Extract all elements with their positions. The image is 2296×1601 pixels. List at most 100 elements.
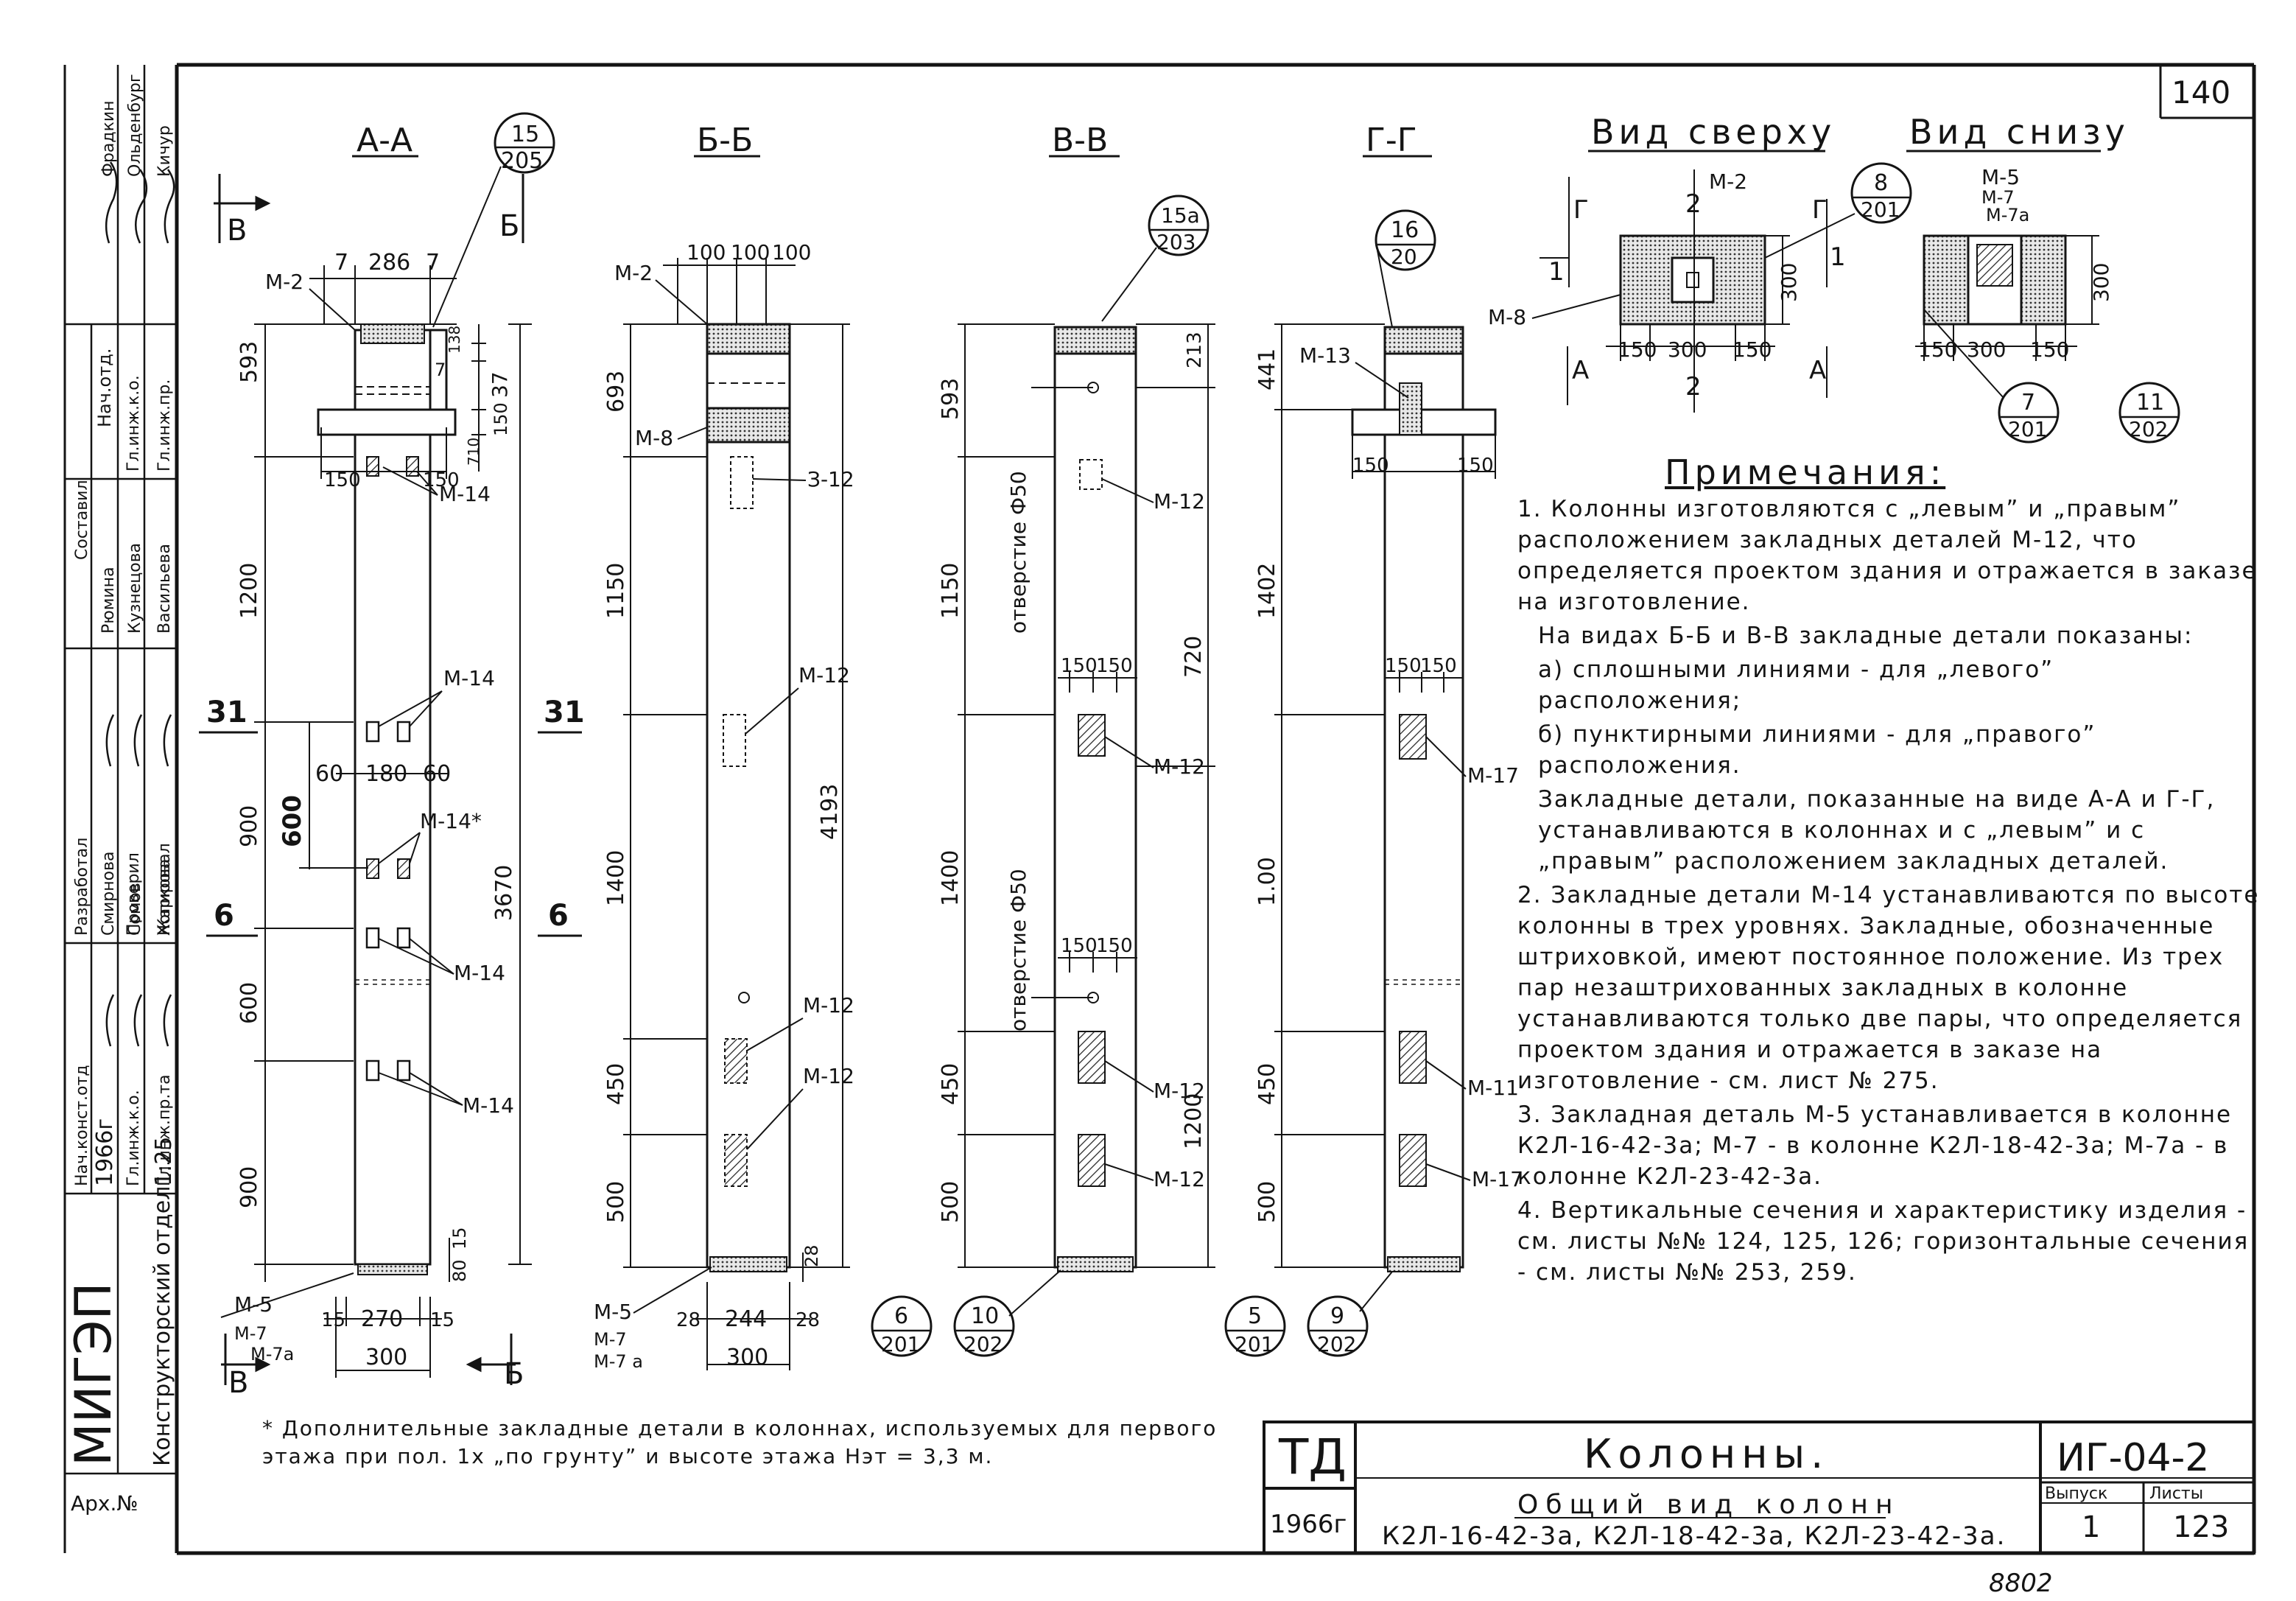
top-view-title: Вид сверху [1591, 112, 1836, 152]
stamp-name-1: Кузнецова [126, 543, 144, 634]
callout-8-201: 8 201 [1764, 162, 1912, 259]
column-gg [1351, 326, 1497, 1272]
stamp-role-2: Гл.инж.пр. [155, 379, 174, 472]
title-marks: К2Л-16-42-3а, К2Л-18-42-3а, К2Л-23-42-3а… [1382, 1521, 2006, 1551]
bot-label-m7a: М-7а [1986, 205, 2029, 225]
dim-aa-7: 7 [435, 360, 446, 380]
note-1b: На видах Б-Б и В-В закладные детали пока… [1538, 623, 2194, 649]
callout-10-202-bottom: 202 [963, 1332, 1003, 1356]
dim-bb-300: 300 [726, 1345, 768, 1370]
dim-aa-bolt-2: 60 [423, 761, 451, 787]
callout-11-202-bottom: 202 [2129, 417, 2168, 441]
dim-gg-150b: 150 [1420, 655, 1457, 677]
top-cut-1-1: 1 [1548, 257, 1565, 287]
callout-6-201-top: 6 [894, 1303, 908, 1329]
top-cut-g-1: Г [1573, 195, 1589, 225]
stamp-name-3: Смирнова [99, 851, 118, 936]
dim-vv-150d: 150 [1096, 935, 1133, 957]
dim-aa-600: 600 [278, 795, 307, 847]
stamp-role-3: Нач.конст.отд [73, 1065, 91, 1186]
note-1: 1. Колонны изготовляются с „левым” и „пр… [1517, 496, 2258, 615]
title-issue: 1 [2082, 1510, 2100, 1544]
bot-dim-0: 150 [1918, 337, 1957, 362]
callout-5-201-top: 5 [1248, 1303, 1262, 1329]
dim-vv-450: 450 [938, 1063, 963, 1105]
dim-aa-15: 15 [449, 1227, 470, 1250]
dim-vv-1400: 1400 [938, 850, 963, 906]
dim-aa-top-0: 7 [334, 250, 348, 276]
dim-aa-900b: 900 [236, 1166, 262, 1208]
bot-dim-2: 150 [2030, 337, 2069, 362]
label-aa-m7: М-7 [234, 1323, 267, 1344]
top-dim-2: 150 [1732, 337, 1772, 362]
dim-vv-150c: 150 [1061, 935, 1098, 957]
bot-label-m7: М-7 [1981, 187, 2015, 208]
dim-vv-500: 500 [938, 1181, 963, 1223]
cut-v-bottom: В [228, 1366, 248, 1400]
dim-gg-500: 500 [1254, 1181, 1280, 1223]
notes-title: Примечания: [1665, 452, 1946, 492]
dim-aa-300: 300 [365, 1345, 407, 1370]
dim-vv-213: 213 [1184, 332, 1206, 368]
dim-aa-bolt-0: 60 [315, 761, 343, 787]
title-td: ТД [1278, 1429, 1347, 1485]
sheet-number: 140 [2172, 74, 2230, 111]
dims-aa-labels: 7 286 7 138 7 37 150 710 150 150 593 120… [236, 250, 517, 1370]
dims-gg-lines [1274, 323, 1496, 1268]
dim-bb-693: 693 [603, 371, 629, 413]
dim-aa-3670: 3670 [491, 865, 517, 921]
callout-15a-203-top: 15а [1161, 203, 1200, 228]
cut-31-right: 31 [544, 696, 585, 729]
dim-bb-bottom-1: 244 [725, 1306, 767, 1332]
stamp-texts: МИГЭП Конструкторский отдел 1966г 1:25 А… [65, 74, 177, 1516]
title-year: 1966г [1270, 1510, 1347, 1539]
bottom-view-labels: 150 300 150 300 М-5 М-7 М-7а [1918, 165, 2113, 362]
callout-16-20-top: 16 [1391, 217, 1419, 243]
dim-aa-150l: 150 [324, 469, 361, 491]
label-bb-m8: М-8 [635, 426, 673, 450]
note-4: 4. Вертикальные сечения и характеристику… [1517, 1197, 2250, 1286]
top-cut-1-2: 1 [1830, 242, 1846, 272]
bottom-view-title: Вид снизу [1909, 112, 2130, 152]
dim-bb-top-0: 100 [687, 240, 726, 265]
dim-vv-1150: 1150 [938, 563, 963, 619]
callout-6-201-bottom: 201 [881, 1332, 920, 1356]
note-2: 2. Закладные детали М-14 устанавливаются… [1517, 882, 2260, 1094]
callout-9-202: 9 202 [1307, 1271, 1393, 1357]
cut-b-top: Б [499, 209, 519, 243]
stamp-signatures [105, 161, 175, 1047]
callout-7-201-bottom: 201 [2008, 417, 2047, 441]
label-bb-m12-2: М-12 [798, 663, 850, 687]
section-bb: Б-Б [697, 122, 753, 159]
stamp-org: МИГЭП [65, 1282, 123, 1466]
cut-mark-labels-aa: В Б 31 31 6 6 В Б [206, 209, 585, 1400]
note-1c: а) сплошными линиями - для „левого” расп… [1538, 656, 2054, 714]
stamp-role-0: Нач.отд. [94, 348, 115, 427]
callout-15a-203-bottom: 203 [1156, 230, 1196, 254]
dim-gg-1100: 1.00 [1254, 857, 1280, 906]
dim-gg-150l: 150 [1352, 455, 1389, 477]
cut-31-left: 31 [206, 696, 247, 729]
label-aa-m5: М-5 [234, 1292, 273, 1317]
hole-label-1: отверстие Ф50 [1006, 471, 1031, 634]
dim-aa-1200: 1200 [236, 563, 262, 619]
top-view-dims [1540, 169, 1828, 413]
dim-aa-150: 150 [491, 402, 511, 436]
top-view-labels: 150 300 150 300 М-2 М-8 Г Г 1 1 2 2 А А [1488, 169, 1846, 402]
top-label-m2: М-2 [1709, 169, 1747, 194]
callout-15a-203: 15а 203 [1101, 195, 1210, 322]
dim-vv-150b: 150 [1096, 655, 1133, 677]
label-bb-m2: М-2 [614, 261, 653, 285]
dim-aa-710: 710 [465, 438, 482, 466]
stamp-scale: 1:25 [151, 1137, 177, 1186]
label-bb-m12-4: М-12 [803, 1064, 854, 1088]
hole-label-2: отверстие Ф50 [1006, 869, 1031, 1031]
dim-bb-450: 450 [603, 1063, 629, 1105]
dim-aa-37: 37 [488, 371, 512, 398]
callout-7-201-top: 7 [2021, 390, 2035, 416]
callout-15-205: 15 205 [432, 112, 555, 328]
dim-bb-top-1: 100 [731, 240, 770, 265]
dim-bb-bottom-0: 28 [676, 1309, 701, 1331]
top-label-m8: М-8 [1488, 305, 1526, 329]
